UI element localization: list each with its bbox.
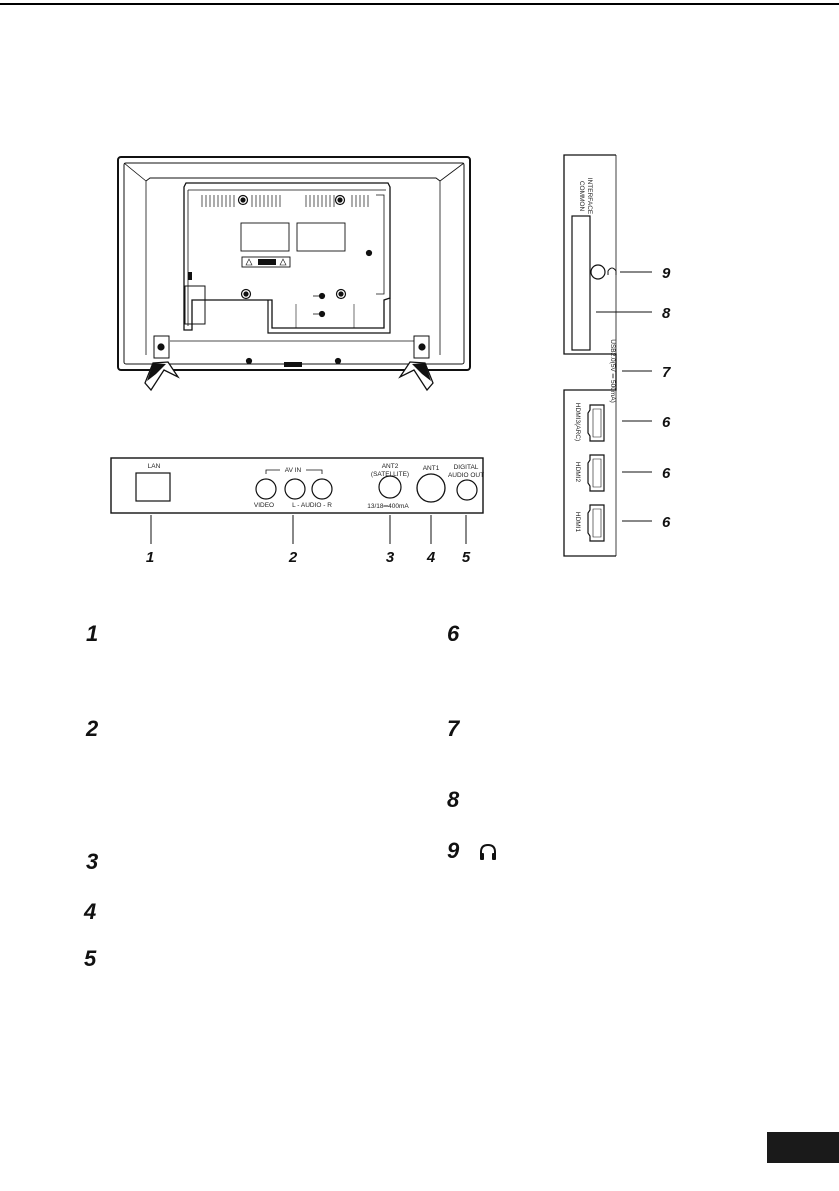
key-number-1: 1 [86, 621, 99, 646]
ant1-label: ANT1 [423, 465, 440, 472]
av-in-label: AV IN [285, 467, 302, 474]
callout-2: 2 [288, 549, 298, 566]
hdmi2-port [587, 454, 605, 492]
video-label: VIDEO [254, 502, 274, 509]
tv-back-housing [183, 182, 391, 331]
digital-label: DIGITAL [454, 464, 479, 471]
callout-4: 4 [426, 549, 436, 566]
key-number-9: 9 [447, 838, 460, 863]
callout-3: 3 [386, 549, 395, 566]
interface-label: INTERFACE [586, 178, 593, 215]
key-number-6: 6 [447, 621, 460, 646]
tv-vents-right [305, 195, 369, 207]
hdmi1-label: HDMI1 [574, 512, 581, 533]
hdmi1-port [587, 504, 605, 542]
satellite-label: (SATELLITE) [371, 471, 409, 478]
key-number-8: 8 [447, 787, 460, 812]
key-number-2: 2 [86, 716, 99, 741]
back-connector-panel: LAN AV IN VIDEO L - AUDIO - R ANT2 (SATE… [110, 457, 484, 566]
digital-audio-out-port [456, 479, 478, 501]
audio-left-jack [284, 478, 306, 500]
callout-7: 7 [662, 364, 671, 381]
hdmi2-label: HDMI2 [574, 462, 581, 483]
ant2-satellite-port [378, 475, 402, 499]
headphone-jack [590, 264, 606, 280]
common-label: COMMON [578, 181, 585, 212]
video-jack [255, 478, 277, 500]
tv-rear-view [117, 156, 471, 392]
callout-6b: 6 [662, 465, 671, 482]
callout-1: 1 [146, 549, 154, 566]
ant1-port [416, 473, 446, 503]
audio-label: L - AUDIO - R [292, 502, 332, 509]
headphone-icon [478, 842, 498, 862]
lan-label: LAN [148, 463, 161, 470]
callout-8: 8 [662, 305, 671, 322]
top-rule [0, 3, 839, 5]
hdmi3-label: HDMI3(ARC) [574, 403, 581, 441]
callout-9: 9 [662, 265, 671, 282]
key-number-7: 7 [447, 716, 460, 741]
ant2-label: ANT2 [382, 463, 399, 470]
tv-inner-frame [123, 162, 465, 365]
lnb-power-label: 13/18═400mA [367, 503, 409, 510]
callout-5: 5 [462, 549, 471, 566]
key-number-3: 3 [86, 849, 99, 874]
hdmi3-port [587, 404, 605, 442]
side-panel-outline [563, 154, 617, 557]
callout-6a: 6 [662, 414, 671, 431]
key-number-5: 5 [84, 946, 97, 971]
audio-out-label: AUDIO OUT [448, 472, 484, 479]
key-number-4: 4 [84, 899, 97, 924]
tv-vents-left [201, 195, 281, 207]
page-number-tab [767, 1132, 839, 1163]
lan-port [135, 472, 171, 502]
tv-outer-frame [117, 156, 471, 371]
side-connector-panel: COMMON INTERFACE USB2.0(5V ═ 500mA) HDMI… [563, 154, 671, 557]
usb-label: USB2.0(5V ═ 500mA) [609, 339, 616, 403]
back-panel-outline [110, 457, 484, 514]
tv-top-line [145, 177, 441, 182]
callout-6c: 6 [662, 514, 671, 531]
audio-right-jack [311, 478, 333, 500]
ci-slot [571, 215, 591, 351]
